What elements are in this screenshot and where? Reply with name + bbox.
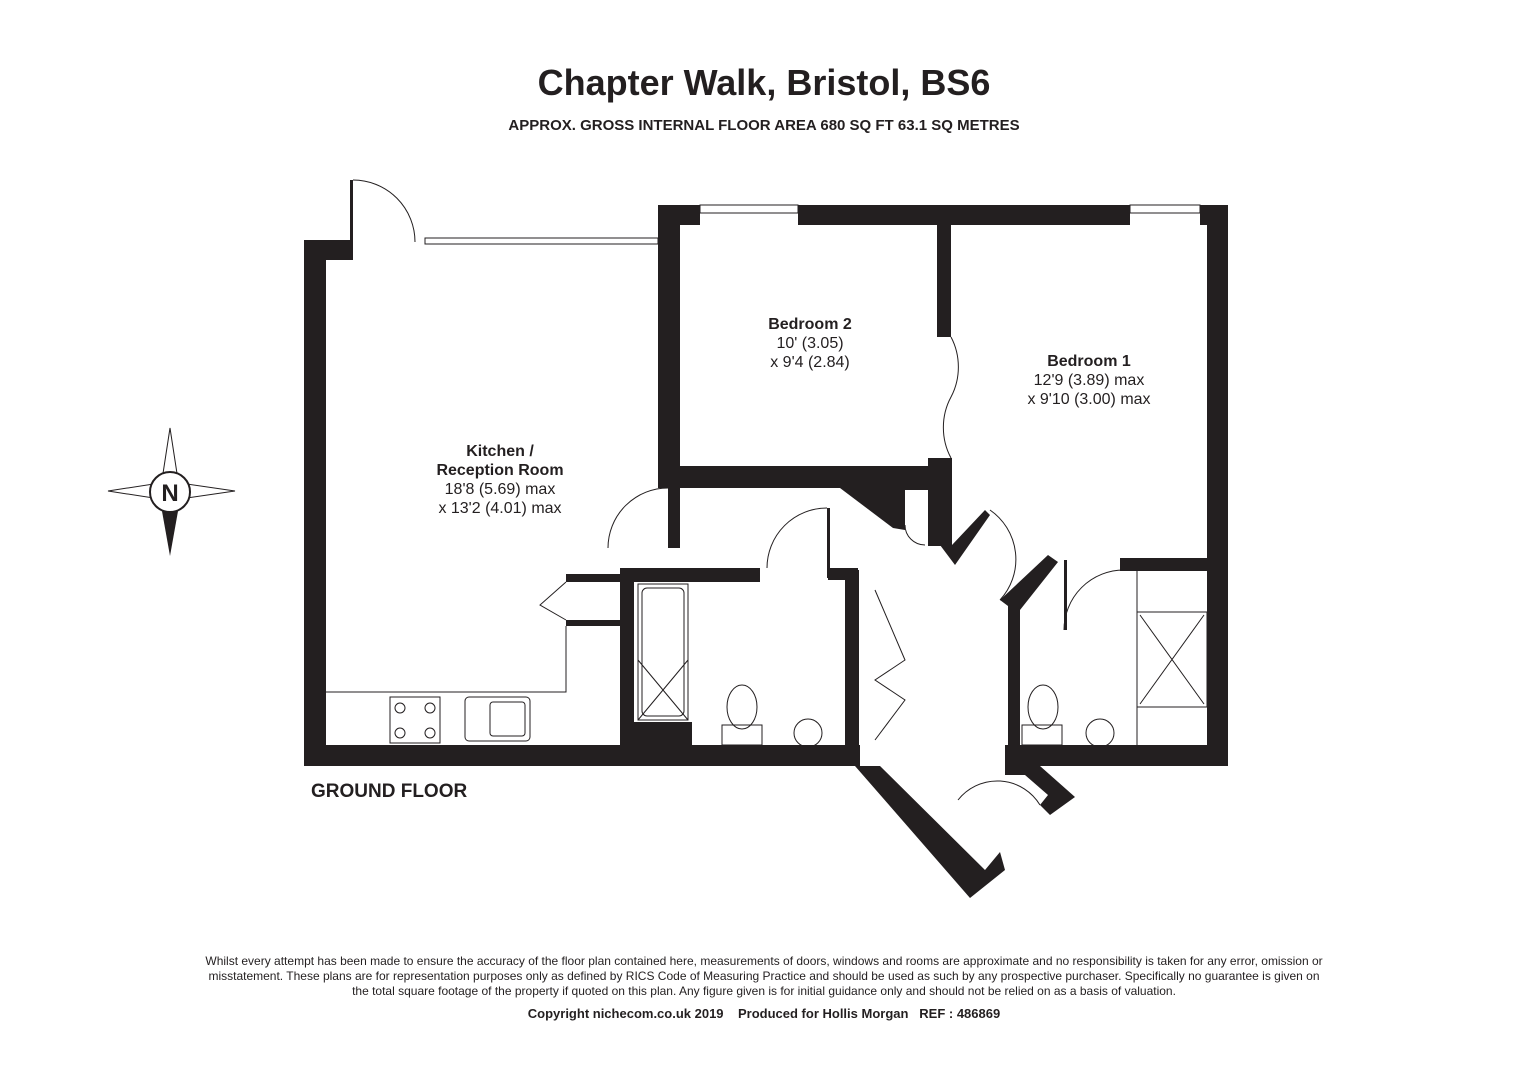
disclaimer: Whilst every attempt has been made to en…: [205, 954, 1323, 998]
room-name: Kitchen /: [466, 443, 534, 460]
room-dimension: 10' (3.05): [776, 335, 844, 352]
compass-icon: N: [107, 427, 236, 556]
room-dimension: x 13'2 (4.01) max: [438, 500, 562, 517]
room-dimension: 12'9 (3.89) max: [1033, 372, 1145, 389]
room-name: Reception Room: [436, 462, 564, 479]
room-bedroom-1: Bedroom 1 12'9 (3.89) max x 9'10 (3.00) …: [989, 352, 1189, 409]
copyright: Copyright nichecom.co.uk 2019 Produced f…: [527, 1006, 1001, 1021]
room-bedroom-2: Bedroom 2 10' (3.05) x 9'4 (2.84): [710, 315, 910, 372]
room-dimension: 18'8 (5.69) max: [444, 481, 556, 498]
floor-area-subtitle: APPROX. GROSS INTERNAL FLOOR AREA 680 SQ…: [508, 117, 1020, 134]
page-title: Chapter Walk, Bristol, BS6: [537, 62, 991, 103]
room-kitchen: Kitchen / Reception Room 18'8 (5.69) max…: [400, 442, 600, 518]
room-name: Bedroom 2: [768, 316, 852, 333]
compass-label: N: [161, 480, 178, 507]
room-dimension: x 9'4 (2.84): [770, 354, 850, 371]
fixtures: [326, 179, 1208, 806]
floor-label: GROUND FLOOR: [311, 781, 468, 802]
room-name: Bedroom 1: [1047, 353, 1131, 370]
room-dimension: x 9'10 (3.00) max: [1027, 391, 1151, 408]
walls: [304, 180, 1228, 898]
